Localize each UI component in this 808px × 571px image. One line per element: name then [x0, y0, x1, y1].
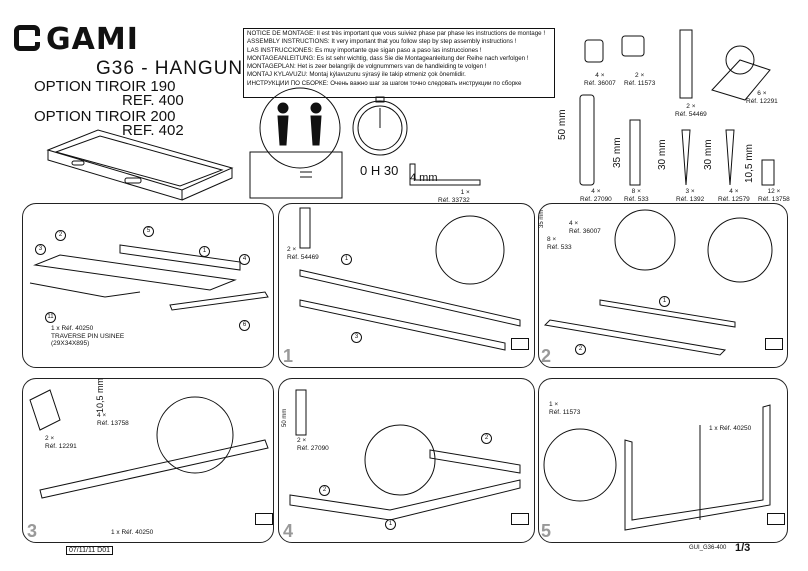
hw-27090: 4 ×Réf. 27090: [580, 188, 612, 203]
callout: 1: [199, 246, 210, 257]
step-3-panel: 10,5 mm 4 ×Réf. 13758 2 ×Réf. 12291 1 x …: [22, 378, 274, 543]
hw-1392: 3 ×Réf. 1392: [676, 188, 705, 203]
allen-key-ref: 1 ×Réf. 33732: [438, 189, 470, 204]
callout: 6: [239, 320, 250, 331]
notice-es: LAS INSTRUCCIONES: Es muy importante que…: [247, 46, 482, 54]
brand-logo: GAMI: [14, 22, 139, 57]
hw-12579: 4 ×Réf. 12579: [718, 188, 750, 203]
callout: 2: [481, 433, 492, 444]
callout: 2: [55, 230, 66, 241]
step-number: 3: [27, 521, 38, 541]
page-number: 1/3: [735, 542, 751, 554]
step-5-panel: 1 ×Réf. 11573 1 x Réf. 40250 5: [538, 378, 788, 543]
callout: 2: [575, 344, 586, 355]
step-3-parts-b: 2 ×Réf. 12291: [45, 435, 77, 450]
hw-533: 8 ×Réf. 533: [624, 188, 649, 203]
step-3-bar: 1 x Réf. 40250: [111, 529, 154, 536]
step-2-parts-b: 4 ×Réf. 36007: [569, 220, 601, 235]
step-1-parts: 2 ×Réf. 54469: [287, 246, 319, 261]
allen-key-size: 4 mm: [410, 172, 438, 184]
hw-27090-size: 50 mm: [557, 109, 568, 140]
hw-1392-size: 30 mm: [657, 139, 668, 170]
callout: 1: [659, 296, 670, 307]
callout: 11: [45, 312, 56, 323]
step-3-size: 10,5 mm: [95, 377, 105, 413]
step-4-size: 50 mm: [282, 408, 288, 427]
next-arrow-icon: [765, 338, 783, 350]
ref-400: REF. 400: [122, 92, 184, 109]
next-arrow-icon: [511, 338, 529, 350]
hw-11573: 2 ×Réf. 11573: [624, 72, 656, 87]
instructions-notice: NOTICE DE MONTAGE: Il est très important…: [243, 28, 555, 98]
option-190: OPTION TIROIR 190: [34, 78, 176, 95]
callout: 2: [319, 485, 330, 496]
step-4-parts: 2 ×Réf. 27090: [297, 437, 329, 452]
brand-name: GAMI: [46, 22, 139, 57]
gami-logo-icon: [14, 25, 40, 51]
step-2-parts-a: 8 ×Réf. 533: [547, 236, 572, 251]
hw-13758: 12 ×Réf. 13758: [758, 188, 790, 203]
step-3-parts-a: 4 ×Réf. 13758: [97, 412, 129, 427]
hw-54469: 2 ×Réf. 54469: [675, 103, 707, 118]
step-number: 2: [541, 346, 552, 366]
hw-12291: 6 ×Réf. 12291: [746, 90, 778, 105]
step-2-size: 35 mm: [539, 209, 545, 228]
step-4-panel: 50 mm 2 ×Réf. 27090 2 1 2 4: [278, 378, 535, 543]
hw-13758-size: 10,5 mm: [744, 144, 755, 183]
step-5-bar: 1 x Réf. 40250: [709, 425, 752, 432]
model-title: G36 - HANGUN: [96, 58, 244, 79]
notice-ru: ИНСТРУКЦИИ ПО СБОРКЕ: Очень важно шаг за…: [247, 79, 522, 87]
notice-tr: MONTAJ KYLAVUZU: Montaj kýlavuzunu sýras…: [247, 71, 466, 79]
hw-36007: 4 ×Réf. 36007: [584, 72, 616, 87]
step-2-panel: 35 mm 8 ×Réf. 533 4 ×Réf. 36007 1 2 2: [538, 203, 788, 368]
step-number: 4: [283, 521, 294, 541]
callout: 1: [385, 519, 396, 530]
notice-nl: MONTAGEPLAN: Het is zeer belangrijk de v…: [247, 63, 487, 71]
callout: 3: [35, 244, 46, 255]
step-number: 5: [541, 521, 552, 541]
callout: 1: [341, 254, 352, 265]
notice-fr: NOTICE DE MONTAGE: Il est très important…: [247, 30, 546, 37]
hw-12579-size: 30 mm: [703, 139, 714, 170]
hw-533-size: 35 mm: [612, 137, 623, 168]
next-arrow-icon: [511, 513, 529, 525]
assembly-time: 0 H 30: [360, 163, 399, 178]
step-5-parts: 1 ×Réf. 11573: [549, 401, 581, 416]
step-number: 1: [283, 346, 294, 366]
ref-402: REF. 402: [122, 122, 184, 139]
next-arrow-icon: [255, 513, 273, 525]
callout: 5: [143, 226, 154, 237]
callout: 3: [351, 332, 362, 343]
notice-en: ASSEMBLY INSTRUCTIONS: It very important…: [247, 38, 517, 46]
callout: 4: [239, 254, 250, 265]
revision-date: 07/11/11 D01: [66, 546, 113, 555]
next-arrow-icon: [767, 513, 785, 525]
notice-de: MONTAGEANLEITUNG: Es ist sehr wichtig, d…: [247, 54, 529, 62]
step-1-panel: 2 ×Réf. 54469 1 3 1: [278, 203, 535, 368]
option-200: OPTION TIROIR 200: [34, 108, 176, 125]
document-ref: GUI_G36-400: [689, 545, 727, 551]
